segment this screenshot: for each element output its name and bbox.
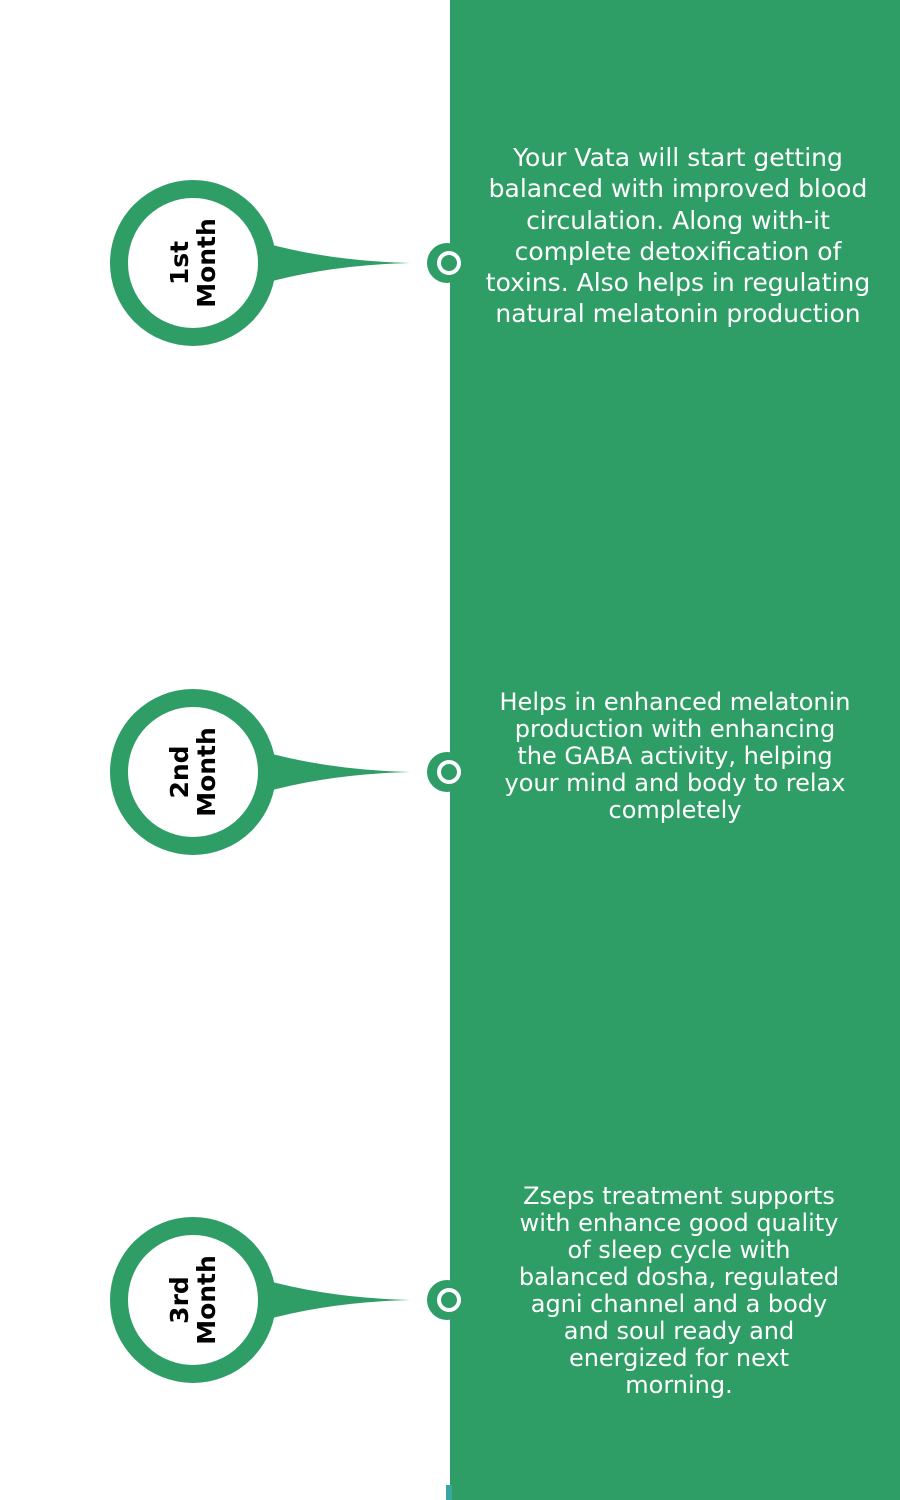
month-badge-icon — [110, 180, 467, 346]
month-badge-icon — [110, 689, 467, 855]
month-description: Zseps treatment supports with enhance go… — [518, 1182, 840, 1399]
month-description: Your Vata will start getting balanced wi… — [485, 143, 871, 329]
scroll-stub — [446, 1485, 452, 1500]
month-description: Helps in enhanced melatonin production w… — [499, 688, 851, 824]
month-badge-icon — [110, 1217, 467, 1383]
green-panel — [450, 0, 900, 1500]
